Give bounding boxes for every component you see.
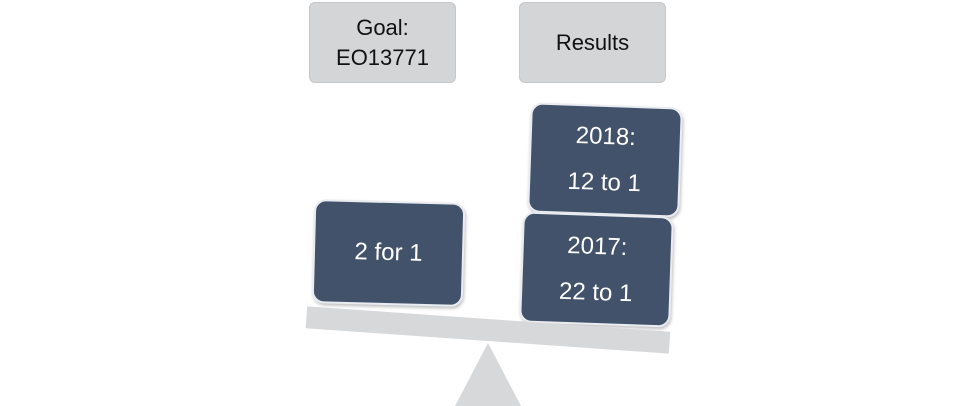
block-2017-ratio: 22 to 1 bbox=[558, 277, 633, 307]
block-2018: 2018: 12 to 1 bbox=[527, 102, 683, 218]
goal-label-line1: Goal: bbox=[356, 14, 409, 40]
block-2018-year: 2018: bbox=[575, 121, 637, 152]
left-block-2-for-1: 2 for 1 bbox=[311, 199, 466, 307]
goal-label: Goal: EO13771 bbox=[309, 2, 456, 83]
results-label: Results bbox=[519, 2, 666, 83]
fulcrum-triangle bbox=[455, 343, 521, 406]
block-2017-year: 2017: bbox=[566, 231, 628, 261]
block-2017: 2017: 22 to 1 bbox=[519, 211, 674, 328]
left-block-text: 2 for 1 bbox=[354, 238, 423, 267]
fulcrum-shape bbox=[455, 343, 521, 406]
results-label-text: Results bbox=[555, 29, 630, 55]
goal-label-line2: EO13771 bbox=[336, 44, 429, 70]
block-2018-ratio: 12 to 1 bbox=[567, 167, 642, 198]
